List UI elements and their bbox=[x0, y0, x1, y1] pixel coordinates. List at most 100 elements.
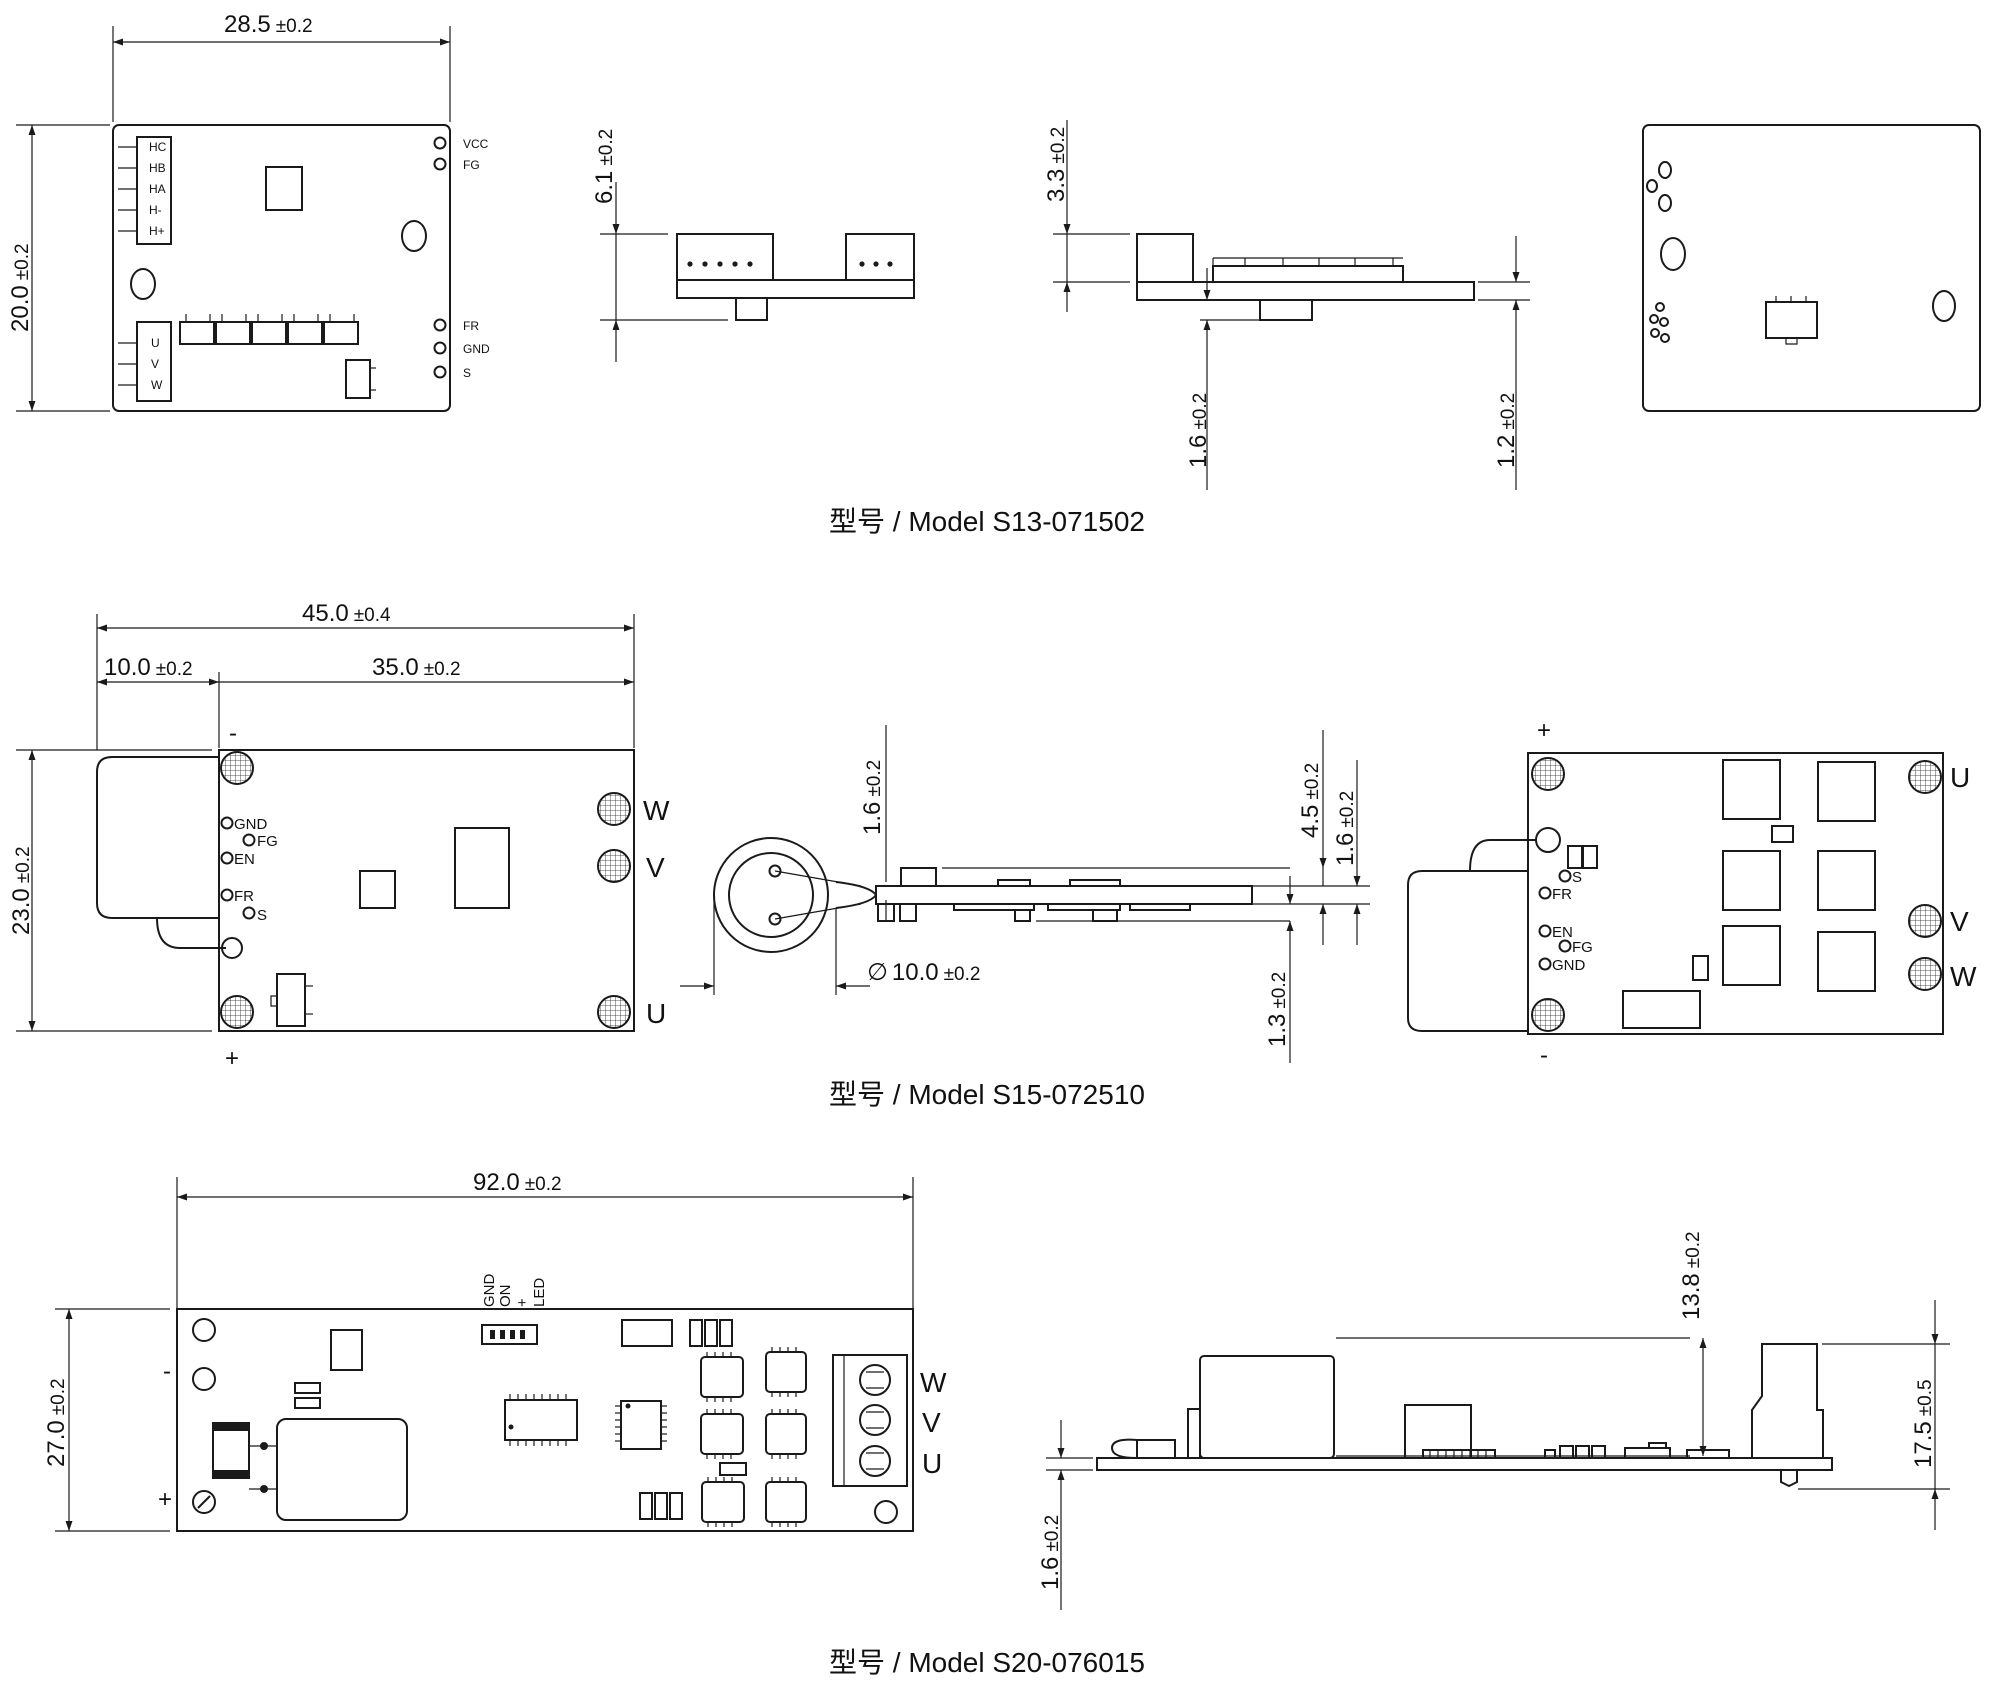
s13-hall-connector bbox=[136, 136, 172, 245]
s13-width-dim: 28.5±0.2 bbox=[224, 11, 313, 38]
s20-plus-sign: + bbox=[158, 1486, 172, 1513]
s15-total-length-dim: 45.0±0.4 bbox=[302, 600, 391, 627]
s13-phase-connector bbox=[136, 321, 172, 402]
s20-soic-chip-1 bbox=[504, 1394, 578, 1446]
s13-bottom-gap-dim: 1.2±0.2 bbox=[1493, 393, 1520, 468]
s13-top-height-dim: 3.3±0.2 bbox=[1043, 127, 1070, 202]
s15-board-outline bbox=[218, 749, 635, 1032]
s20-length-dim: 92.0±0.2 bbox=[473, 1169, 562, 1196]
s20-terminal-height-dim: 17.5±0.5 bbox=[1910, 1379, 1937, 1468]
s15-side-view: 1.6±0.2 ∅10.0±0.2 4.5±0.2 1.6±0.2 1.3±0.… bbox=[680, 725, 1370, 1063]
s20-pin-led: LED bbox=[531, 1278, 548, 1307]
s15-model-caption: 型号 / Model S15-072510 bbox=[829, 1079, 1145, 1110]
s15-pin-en-front: EN bbox=[234, 851, 255, 868]
model-s20-group: 92.0±0.2 27.0±0.2 - + GND ON + bbox=[43, 1169, 1950, 1678]
s13-side-height-dim: 6.1±0.2 bbox=[591, 129, 618, 204]
s15-plus-front: + bbox=[225, 1045, 239, 1072]
s13-board-thick-dim: 1.6±0.2 bbox=[1185, 393, 1212, 468]
s13-pin-ha: HA bbox=[149, 182, 166, 196]
s15-cap-offset-dim: 1.6±0.2 bbox=[859, 760, 886, 835]
s13-side-view-1: 6.1±0.2 bbox=[591, 129, 915, 362]
s13-pin-fr: FR bbox=[463, 319, 479, 333]
s15-phase-v-front: V bbox=[646, 852, 665, 883]
s15-bottom-height-dim: 1.3±0.2 bbox=[1264, 972, 1291, 1047]
s15-phase-w-back: W bbox=[1950, 961, 1977, 992]
s13-pin-w: W bbox=[151, 378, 163, 392]
s13-pin-hc: HC bbox=[149, 140, 167, 154]
s13-pin-h-plus: H+ bbox=[149, 224, 165, 238]
s15-large-chip bbox=[454, 827, 510, 909]
s15-board-length-dim: 35.0±0.2 bbox=[372, 654, 461, 681]
s20-mosfet-grid bbox=[700, 1351, 807, 1523]
s20-pin-on: ON bbox=[497, 1285, 514, 1308]
s13-mount-hole-right bbox=[401, 220, 427, 252]
s20-terminal-block bbox=[832, 1354, 908, 1487]
s20-minus-sign: - bbox=[163, 1358, 171, 1385]
s13-pin-hb: HB bbox=[149, 161, 166, 175]
s15-pin-en-back: EN bbox=[1552, 924, 1573, 941]
s13-board-outline bbox=[112, 124, 451, 412]
s15-pin-fg-back: FG bbox=[1572, 939, 1593, 956]
s20-header-connector bbox=[481, 1324, 538, 1345]
s15-phase-u-back: U bbox=[1950, 762, 1970, 793]
s13-transistor-row bbox=[179, 321, 359, 345]
s13-pin-h-minus: H- bbox=[149, 203, 162, 217]
s15-phase-v-back: V bbox=[1950, 906, 1969, 937]
s15-pin-fg-front: FG bbox=[257, 833, 278, 850]
s15-small-chip bbox=[359, 870, 396, 909]
s20-component-height-dim: 13.8±0.2 bbox=[1678, 1231, 1705, 1320]
s20-phase-u: U bbox=[922, 1448, 942, 1479]
s20-inductor bbox=[212, 1422, 250, 1479]
s15-plus-back: + bbox=[1537, 717, 1551, 744]
s20-side-view: 13.8±0.2 17.5±0.5 1.6±0.2 bbox=[1037, 1231, 1950, 1610]
s15-pin-s-back: S bbox=[1572, 869, 1582, 886]
s15-minus-back: - bbox=[1540, 1042, 1548, 1069]
s15-regulator-front bbox=[276, 973, 306, 1027]
s20-height-dim: 27.0±0.2 bbox=[43, 1378, 70, 1467]
s15-phase-w-front: W bbox=[643, 795, 670, 826]
s13-pin-vcc: VCC bbox=[463, 137, 489, 151]
s20-model-caption: 型号 / Model S20-076015 bbox=[829, 1647, 1145, 1678]
s13-mount-hole-left bbox=[130, 268, 156, 300]
s13-ic-chip bbox=[265, 166, 303, 211]
s13-pin-s: S bbox=[463, 366, 471, 380]
s15-pin-fr-back: FR bbox=[1552, 886, 1572, 903]
s13-side-view-2: 3.3±0.2 1.6±0.2 1.2±0.2 bbox=[1043, 120, 1530, 490]
s15-phase-u-front: U bbox=[646, 998, 666, 1029]
s15-pin-s-front: S bbox=[257, 907, 267, 924]
s15-pin-gnd-front: GND bbox=[234, 816, 268, 833]
s13-back-view bbox=[1642, 124, 1981, 412]
s20-small-chip bbox=[330, 1329, 363, 1371]
s13-model-caption: 型号 / Model S13-071502 bbox=[829, 506, 1145, 537]
s13-pads-right bbox=[433, 136, 447, 379]
s15-pin-gnd-back: GND bbox=[1552, 957, 1586, 974]
s15-pin-fr-front: FR bbox=[234, 888, 254, 905]
s20-board-thick-dim: 1.6±0.2 bbox=[1037, 1515, 1064, 1590]
s20-pin-gnd: GND bbox=[481, 1274, 498, 1308]
model-s15-group: 45.0±0.4 10.0±0.2 35.0±0.2 23.0±0.2 - + … bbox=[8, 600, 1977, 1110]
s15-board-thick-dim: 1.6±0.2 bbox=[1332, 791, 1359, 866]
s15-back-view: + - U V W S FR EN FG GND bbox=[1407, 717, 1977, 1069]
s15-hatched-pads-front bbox=[220, 751, 631, 1029]
s15-diameter-dim: ∅10.0±0.2 bbox=[867, 959, 980, 986]
s13-height-dim: 20.0±0.2 bbox=[7, 243, 34, 332]
s20-soic-chip-2 bbox=[615, 1400, 667, 1450]
s15-component-height-dim: 4.5±0.2 bbox=[1297, 763, 1324, 838]
s20-board-outline bbox=[176, 1308, 914, 1532]
s20-phase-w: W bbox=[920, 1367, 947, 1398]
s20-phase-v: V bbox=[922, 1407, 941, 1438]
s13-pin-v: V bbox=[151, 357, 159, 371]
s13-pin-fg: FG bbox=[463, 158, 480, 172]
s15-height-dim: 23.0±0.2 bbox=[8, 846, 35, 935]
s13-pin-gnd: GND bbox=[463, 342, 490, 356]
s13-pin-u: U bbox=[151, 336, 160, 350]
s20-big-capacitor bbox=[276, 1418, 408, 1521]
model-s13-group: 28.5±0.2 20.0±0.2 HC HB HA H- H+ U V W bbox=[7, 11, 1981, 537]
s15-cap-length-dim: 10.0±0.2 bbox=[104, 654, 193, 681]
s13-regulator bbox=[345, 359, 371, 399]
s15-capacitor bbox=[96, 756, 219, 919]
s15-minus-front: - bbox=[229, 720, 237, 747]
s20-pin-plus: + bbox=[514, 1298, 531, 1307]
